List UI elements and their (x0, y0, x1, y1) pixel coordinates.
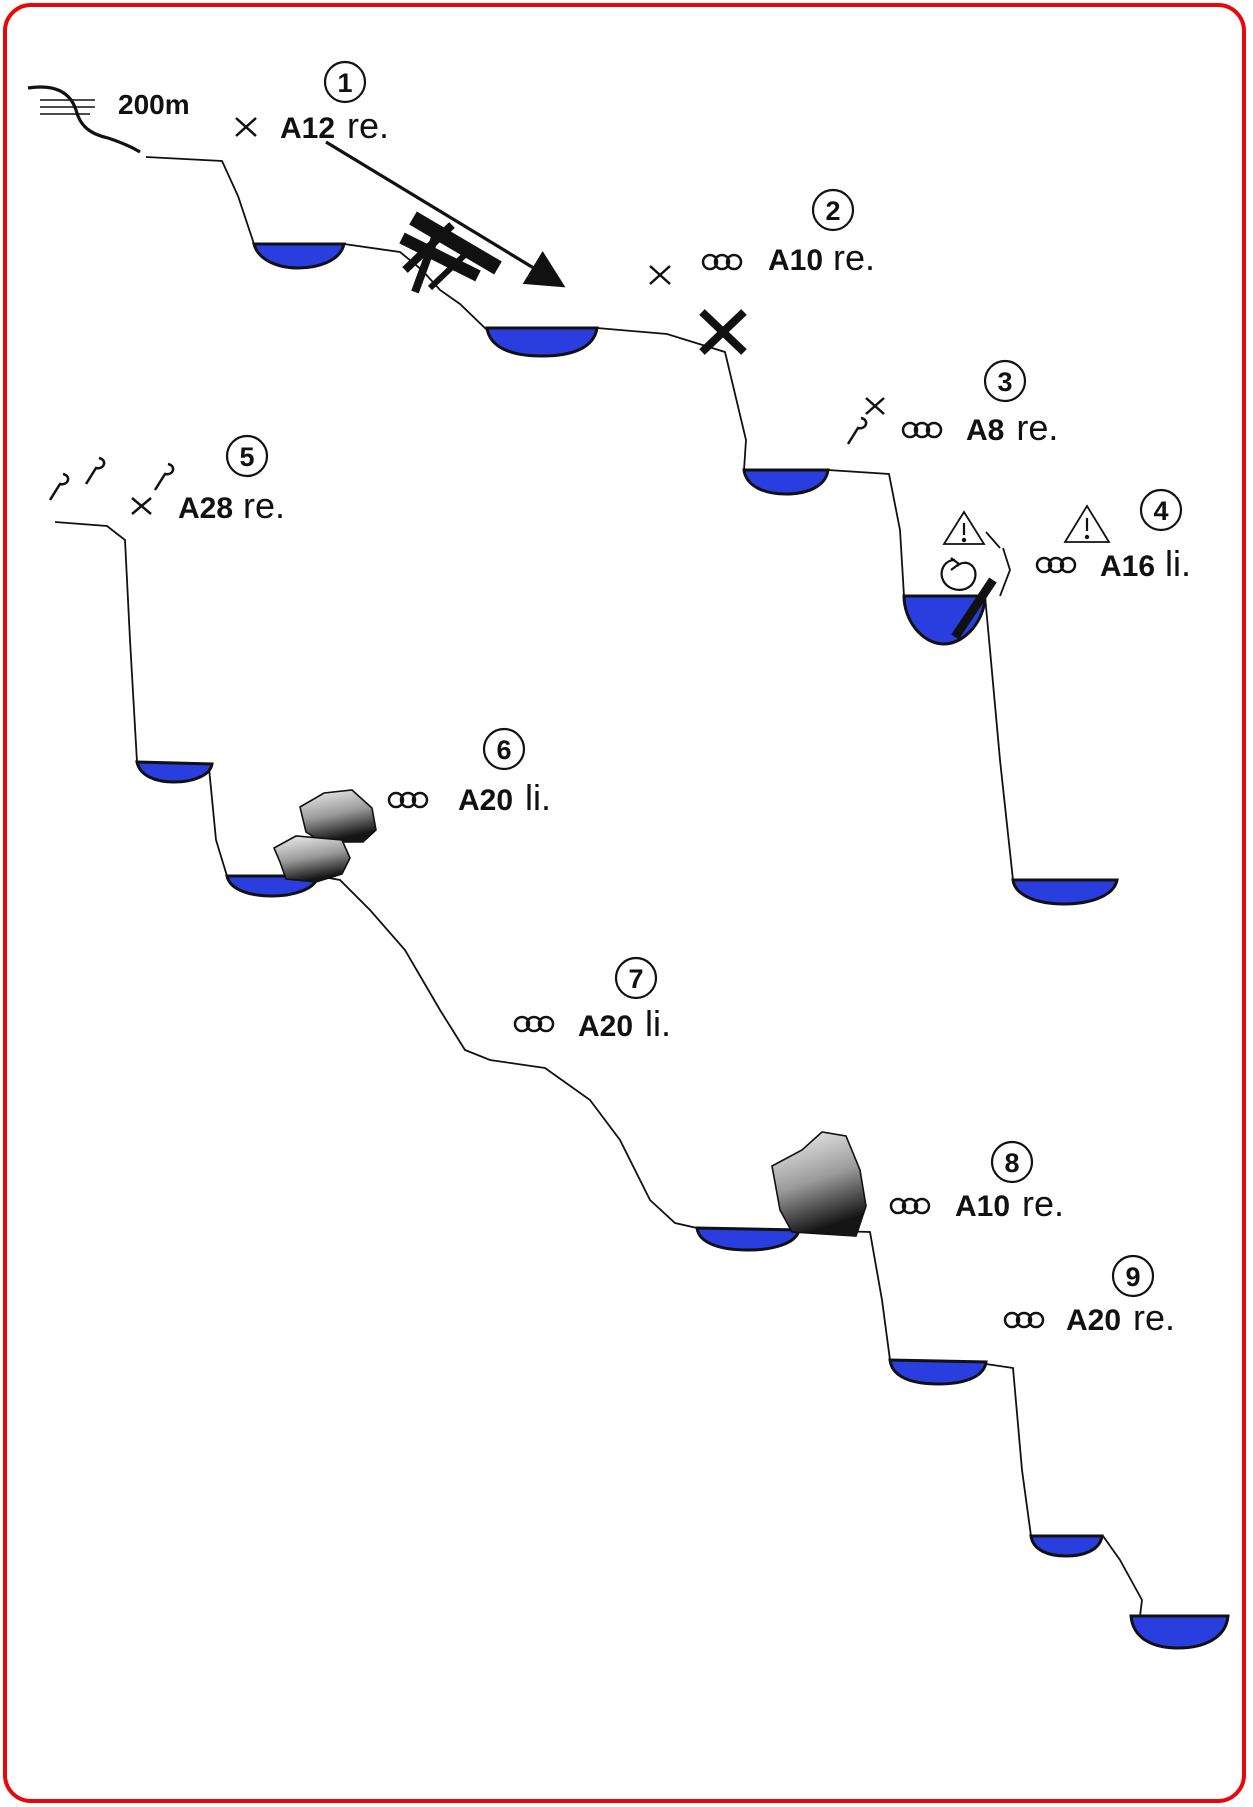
pools (135, 242, 1230, 1650)
log-jam-icon (399, 211, 502, 294)
pitch-number: 9 (1125, 1262, 1140, 1292)
pitch-number: 8 (1004, 1148, 1019, 1178)
bolt-x-icon (649, 265, 671, 285)
hazard-icon (1063, 504, 1111, 543)
bolt-triple-ring-icon (701, 253, 743, 271)
pool (888, 1358, 988, 1386)
bolt-triple-ring-icon (513, 1015, 555, 1033)
bolt-x-icon (865, 397, 885, 415)
big-x-icon (699, 309, 747, 355)
river-symbol-icon (27, 85, 141, 154)
log-in-pool-icon (951, 577, 997, 640)
pitch-number-circles (225, 60, 1183, 1298)
pool (1029, 1534, 1104, 1558)
pool (225, 874, 320, 898)
bolt-triple-ring-icon (387, 791, 429, 809)
approach-distance-label: 200m (118, 89, 190, 120)
pitch-number: 7 (628, 964, 643, 994)
canyon-profile (54, 156, 1143, 1617)
boulder-icon (299, 789, 377, 843)
pool (1011, 878, 1119, 906)
bolt-triple-ring-icon (901, 421, 943, 439)
direction-arrow (325, 140, 566, 288)
pitch-number: 5 (239, 442, 254, 472)
pool (252, 242, 346, 270)
bolt-triple-ring-icon (1035, 556, 1077, 574)
pool (485, 326, 599, 358)
bolt-x-icon (235, 117, 257, 137)
diagram-frame (3, 3, 1246, 1803)
boulder-icon (771, 1131, 867, 1237)
swirl-icon (940, 557, 977, 591)
pool (742, 468, 830, 496)
pitch-number: 6 (496, 735, 511, 765)
pitch-number: 3 (997, 367, 1012, 397)
pitch-number: 4 (1153, 496, 1168, 526)
piton-icon (48, 456, 175, 501)
boulder-icon (272, 835, 351, 883)
pool (135, 760, 214, 784)
pitch-number: 2 (825, 196, 840, 226)
pitch-numbers: 1 2 3 4 5 6 7 8 9 (239, 68, 1168, 1292)
bolt-triple-ring-icon (1003, 1311, 1045, 1329)
pitch-number: 1 (337, 68, 352, 98)
piton-icon (846, 416, 868, 445)
hazard-icon (942, 510, 986, 545)
pool (695, 1226, 801, 1252)
pool (1129, 1614, 1230, 1650)
bolt-triple-ring-icon (889, 1197, 931, 1215)
pool (902, 594, 987, 646)
bolt-x-icon (131, 497, 152, 515)
